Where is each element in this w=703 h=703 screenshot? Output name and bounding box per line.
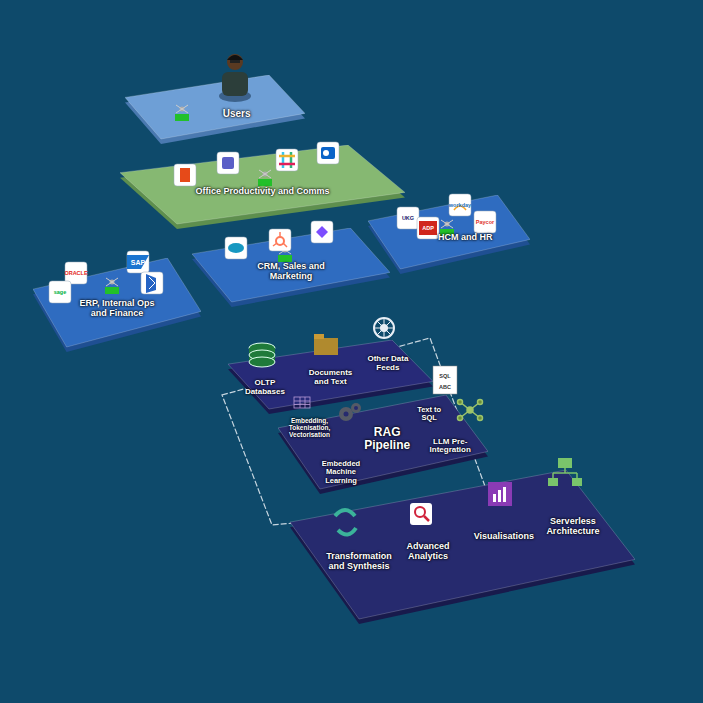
logo-text: Paycor [476, 219, 494, 225]
layer-label: HCM and HR [438, 233, 493, 243]
user-avatar [219, 54, 251, 102]
layer-label: Documents and Text [303, 369, 358, 387]
transform-icon [335, 510, 356, 535]
layer-label: Office Productivity and Comms [195, 187, 329, 197]
analytics-layer: Transformation and SynthesisAdvanced Ana… [290, 470, 635, 625]
feed-icon [374, 318, 394, 338]
layer-label: OLTP Databases [241, 380, 289, 398]
network-icon [458, 400, 483, 421]
layer-label: Serverless Architecture [544, 517, 602, 537]
layer-label: ERP, Internal Ops and Finance [75, 299, 159, 319]
logo-text: SQL [439, 373, 450, 379]
layer-label: Text to SQL [409, 406, 449, 423]
layer-label: CRM, Sales and Marketing [250, 263, 332, 283]
logo-text: sage [54, 289, 67, 295]
layer-label: LLM Pre-Integration [430, 438, 471, 456]
layer-label: Visualisations [474, 532, 534, 542]
table-icon [294, 397, 310, 408]
serverless-icon [548, 458, 582, 486]
layer-label: Embedding, Tokenisation, Vectorisation [284, 417, 336, 438]
logo-text: SAP [131, 259, 145, 266]
layer-label: Users [223, 108, 251, 119]
platform-shape [125, 75, 305, 151]
productivity-layer: Office Productivity and Comms [120, 145, 405, 230]
logo-text: UKG [402, 215, 414, 221]
platform-shape [290, 470, 635, 631]
sql-doc-icon [433, 366, 457, 394]
layer-label: RAG Pipeline [357, 426, 417, 452]
erp-layer: ERP, Internal Ops and Finance [33, 258, 201, 353]
database-icon [249, 343, 275, 367]
layer-label: Advanced Analytics [398, 542, 458, 562]
layer-label: Embedded Machine Learning [311, 460, 371, 485]
layer-label: Transformation and Synthesis [324, 552, 394, 572]
logo-text: ABC [439, 384, 451, 390]
magnifier-icon [410, 503, 432, 525]
logo-text: ORACLE [64, 270, 87, 276]
gears-icon [339, 403, 361, 421]
rag-layer: Embedding, Tokenisation, Vectorisation Te… [278, 395, 488, 495]
logo-text: workday [449, 202, 471, 208]
chart-icon [488, 482, 512, 506]
logo-text: ADP [422, 225, 434, 231]
layer-label: Other Data Feeds [365, 355, 410, 373]
users-layer: Users [125, 75, 305, 145]
folder-icon [314, 334, 338, 355]
